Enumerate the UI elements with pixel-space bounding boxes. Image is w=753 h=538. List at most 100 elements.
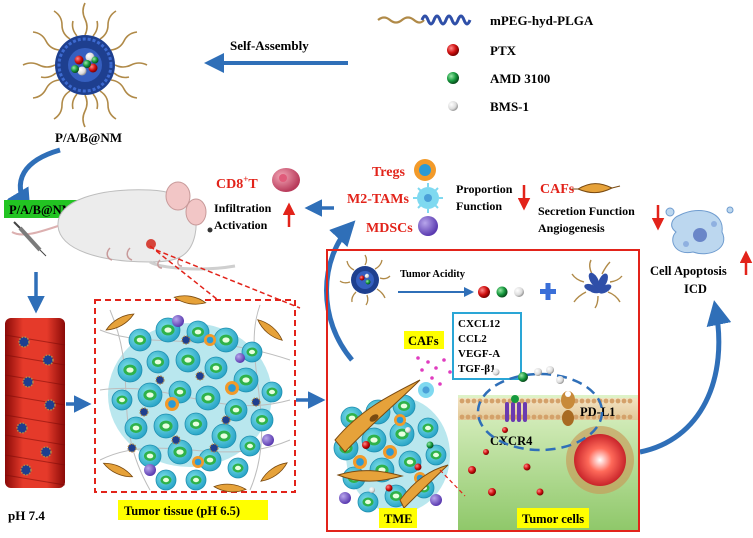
fibroblast-icon — [102, 462, 134, 478]
tumor-cell-icon — [239, 435, 261, 457]
tumor-cell-icon — [357, 491, 379, 513]
m2tam-cell-icon — [418, 382, 434, 398]
tumor-drug-particles — [468, 366, 564, 496]
ptx-icon — [447, 44, 459, 56]
mdsc-cell-icon — [144, 464, 156, 476]
tumor-cell-icon — [117, 357, 143, 383]
tumor-nucleus-icon — [566, 426, 634, 494]
acidity-label: Tumor Acidity — [400, 269, 466, 280]
tme-cafs — [334, 379, 449, 509]
tme-badge-label: TME — [384, 512, 412, 526]
cxcr4-label: CXCR4 — [490, 434, 533, 448]
cytokine-3: VEGF-A — [458, 348, 500, 360]
tme-zoom-line — [439, 469, 466, 497]
treg-cell-icon — [165, 397, 179, 411]
tumor-cells-badge — [517, 508, 589, 528]
tumor-cell-icon — [241, 341, 263, 363]
tumor-cell-icon — [198, 448, 222, 472]
tumor-cell-icon — [213, 327, 239, 353]
mdsc-cell-icon — [172, 315, 184, 327]
tumor-cell-icon — [137, 382, 163, 408]
nanoparticle-icon — [251, 397, 261, 407]
tme-drug-particles — [362, 427, 434, 493]
apoptotic-cell-icon — [665, 206, 734, 255]
cafs-label: CAFs — [540, 182, 575, 197]
tumor-cell-icon — [175, 347, 201, 373]
drug-entry-region — [476, 372, 604, 452]
tumor-cell-icon — [233, 367, 259, 393]
pdl1-label: PD-L1 — [580, 405, 615, 419]
nanoparticle-icon — [209, 443, 219, 453]
tumor-cell-icon — [425, 444, 447, 466]
mdsc-cell-icon — [339, 492, 351, 504]
tumor-cell-icon — [195, 385, 221, 411]
vessel-nanoparticles — [16, 336, 56, 476]
secretion-label: Secretion Function — [538, 204, 635, 218]
legend-amd-label: AMD 3100 — [490, 71, 550, 86]
mdsc-cell-icon — [430, 494, 442, 506]
tumor-cell-icon — [111, 389, 133, 411]
treg-cell-icon — [353, 455, 367, 469]
tumor-cell-icon — [417, 417, 439, 439]
tumor-cell-icon — [167, 439, 193, 465]
infiltration-label: Infiltration — [214, 201, 272, 215]
tissue-label: Tumor tissue (pH 6.5) — [124, 504, 240, 518]
function-label: Function — [456, 199, 502, 213]
tumor-cell-icon — [128, 328, 152, 352]
mdsc-cell-icon — [262, 434, 274, 446]
tumor-cell-icon — [146, 350, 170, 374]
polymer-icon — [377, 14, 472, 26]
legend-polymer-label: mPEG-hyd-PLGA — [490, 13, 594, 28]
cd8-group: CD8+T Infiltration Activation — [214, 168, 300, 232]
caf-cell-icon — [576, 183, 614, 194]
vessel-ph-label: pH 7.4 — [8, 508, 45, 523]
cafs-badge — [404, 331, 444, 349]
fibroblast-icon — [257, 319, 283, 341]
tissue-badge — [118, 500, 268, 520]
empty-micelle-icon — [571, 259, 623, 309]
cytokine-4: TGF-β1 — [458, 363, 496, 375]
tumor-cell-icon — [138, 444, 162, 468]
self-assembly-label: Self-Assembly — [230, 38, 309, 53]
fibroblast-icon — [105, 313, 135, 331]
mdsc-cell-icon — [235, 353, 245, 363]
tumor-cell-icon — [186, 320, 210, 344]
cafs-badge-label: CAFs — [408, 334, 439, 348]
suppressive-cells: Tregs M2-TAMs MDSCs Proportion Function — [347, 159, 531, 236]
blood-vessel — [4, 318, 66, 488]
tregs-label: Tregs — [372, 165, 405, 180]
tumor-site-icon — [146, 239, 156, 249]
cytokine-1: CXCL12 — [458, 318, 501, 330]
nanoparticle-large-icon — [22, 2, 148, 128]
mouse-illustration — [11, 181, 236, 271]
bms-icon — [448, 101, 458, 111]
fibroblast-icon — [213, 483, 247, 493]
icd-label: ICD — [684, 282, 707, 296]
m2tam-cell-icon — [413, 183, 443, 213]
tme-to-immune-arrow — [324, 220, 356, 362]
tumor-cell-icon — [155, 469, 177, 491]
tumor-cells-badge-label: Tumor cells — [522, 512, 584, 526]
tme-panel — [326, 249, 640, 532]
tumor-cell-icon — [250, 408, 274, 432]
angiogenesis-label: Angiogenesis — [538, 221, 605, 235]
plus-icon — [540, 283, 556, 300]
treg-cell-icon — [225, 381, 239, 395]
released-amd-icon — [496, 286, 508, 298]
tumor-cell-icon — [124, 416, 148, 440]
tumor-cell-icon — [227, 457, 249, 479]
cd8-label: CD8+T — [216, 174, 258, 192]
mdscs-label: MDSCs — [366, 221, 413, 236]
tme-badge — [379, 508, 417, 528]
released-ptx-icon — [478, 286, 490, 298]
syringe-icon — [13, 221, 47, 257]
tumor-cell-icon — [224, 398, 248, 422]
nanoparticle-icon — [139, 407, 149, 417]
nanoparticle-icon — [221, 415, 231, 425]
legend-bms-label: BMS-1 — [490, 99, 529, 114]
proportion-label: Proportion — [456, 182, 513, 196]
tumor-cell-icon — [261, 381, 283, 403]
treg-cell-icon — [383, 445, 397, 459]
mouse-badge-label: P/A/B@NM — [9, 203, 74, 217]
